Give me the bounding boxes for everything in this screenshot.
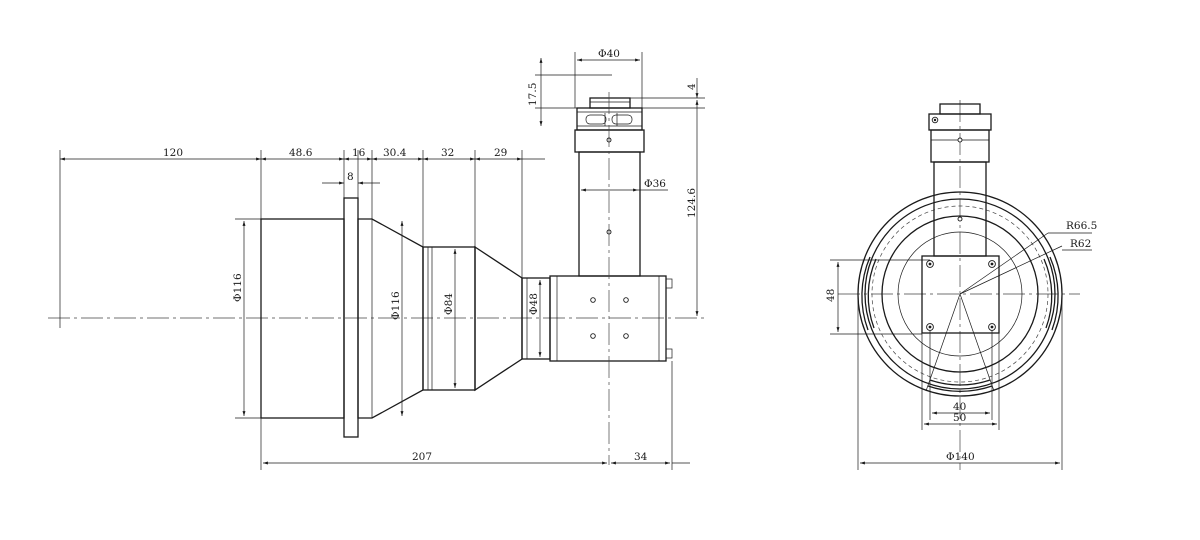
dim-dia84: Φ84 — [443, 293, 455, 315]
arc-slot-left — [861, 256, 871, 331]
dim-48-6: 48.6 — [289, 147, 313, 159]
dim-30-4: 30.4 — [383, 147, 407, 159]
dim-dia116-hood: Φ116 — [232, 273, 244, 302]
dim-207: 207 — [412, 451, 432, 463]
arc-slot-bottom — [927, 385, 993, 393]
front-hood — [260, 218, 345, 419]
dim-r66-5: R66.5 — [1066, 220, 1097, 232]
dim-32: 32 — [441, 147, 454, 159]
dim-124-6: 124.6 — [686, 188, 698, 218]
dim-50-front: 50 — [953, 412, 966, 424]
dim-dia116-cone: Φ116 — [390, 291, 402, 320]
neck-48 — [521, 277, 551, 360]
inner-ring — [881, 215, 1039, 373]
dim-120: 120 — [163, 147, 183, 159]
dim-r62: R62 — [1070, 238, 1091, 250]
side-view: 120 48.6 16 30.4 32 29 8 Φ116 Φ116 Φ84 Φ… — [48, 48, 705, 470]
dim-dia140: Φ140 — [946, 451, 975, 463]
dim-48-front: 48 — [825, 289, 837, 302]
mounting-flange — [343, 197, 359, 438]
dim-34: 34 — [634, 451, 648, 463]
front-view: R66.5 R62 48 40 50 Φ140 — [825, 100, 1097, 470]
vertical-tube — [578, 151, 641, 277]
arc-slot-right — [1049, 256, 1059, 331]
rear-taper — [474, 245, 523, 392]
dim-8: 8 — [347, 171, 354, 183]
dim-40-front: 40 — [953, 401, 966, 413]
dim-dia40: Φ40 — [598, 48, 620, 60]
dim-dia48: Φ48 — [528, 293, 540, 315]
dim-dia36: Φ36 — [644, 178, 666, 190]
barrel-84 — [422, 246, 476, 391]
dim-4: 4 — [686, 83, 698, 90]
dim-29: 29 — [494, 147, 507, 159]
dim-17-5: 17.5 — [527, 83, 539, 106]
housing-block — [549, 275, 667, 362]
dim-16: 16 — [352, 147, 366, 159]
top-cap — [589, 97, 631, 109]
